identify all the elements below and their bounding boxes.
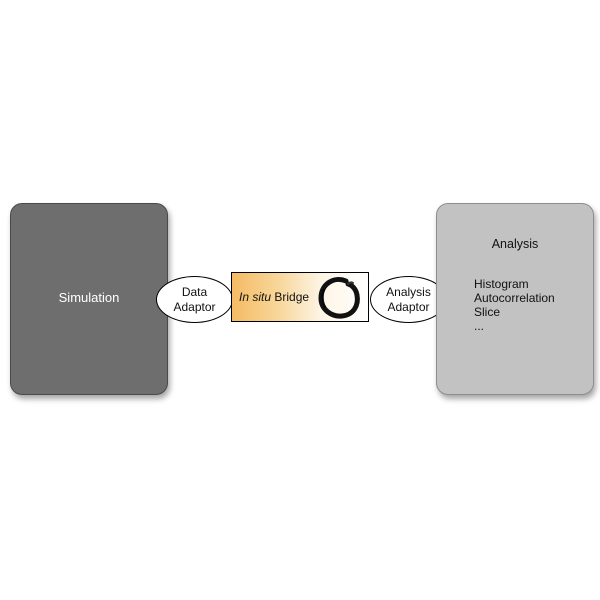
analysis-adaptor-line2: Adaptor — [387, 299, 430, 314]
simulation-label: Simulation — [58, 290, 120, 305]
data-adaptor-line1: Data — [181, 284, 208, 299]
analysis-item-list: Histogram Autocorrelation Slice ... — [474, 277, 555, 333]
data-adaptor-ellipse: Data Adaptor — [156, 276, 233, 323]
analysis-item: Histogram — [474, 277, 529, 291]
analysis-box: Analysis Histogram Autocorrelation Slice… — [436, 203, 594, 395]
analysis-item: ... — [474, 319, 485, 333]
data-adaptor-line2: Adaptor — [173, 299, 216, 314]
bridge-label-rest: Bridge — [271, 290, 310, 304]
in-situ-bridge-box: In situ Bridge — [231, 272, 369, 322]
analysis-item: Slice — [474, 305, 501, 319]
analysis-adaptor-line1: Analysis — [386, 284, 431, 299]
enso-circle-icon — [318, 277, 360, 319]
simulation-box: Simulation — [10, 203, 168, 395]
bridge-label: In situ Bridge — [239, 290, 309, 304]
analysis-adaptor-ellipse: Analysis Adaptor — [370, 276, 447, 323]
analysis-title: Analysis — [491, 237, 539, 251]
bridge-label-italic: In situ — [239, 290, 272, 304]
analysis-item: Autocorrelation — [474, 291, 555, 305]
